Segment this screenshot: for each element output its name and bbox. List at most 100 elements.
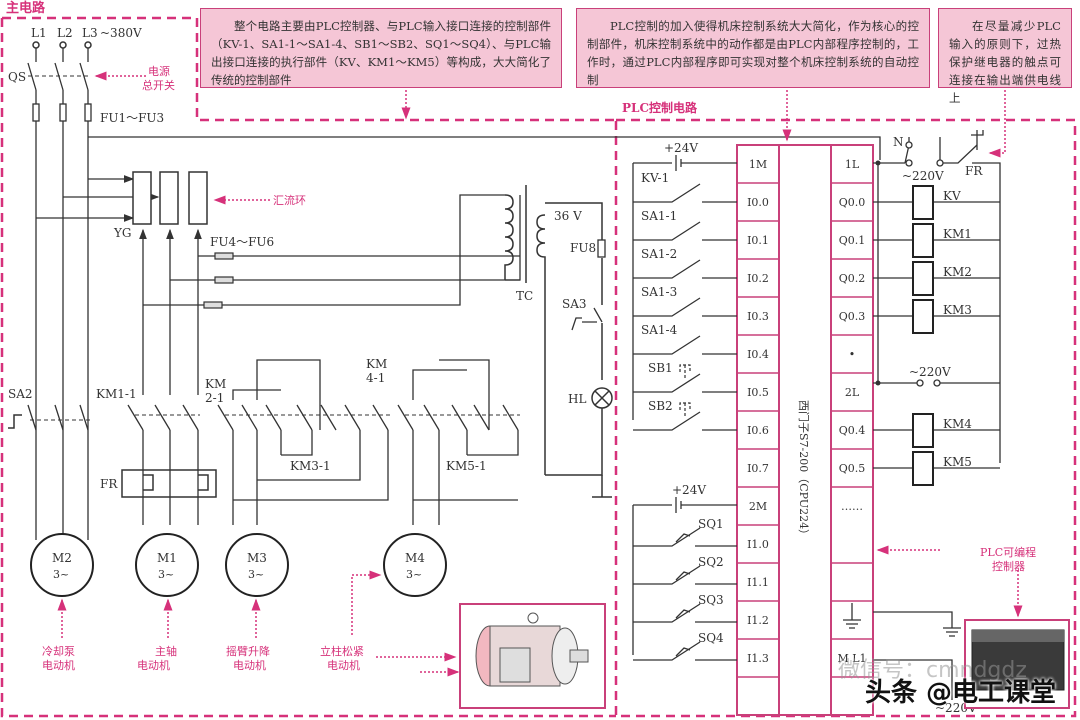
limit-switch-contact (633, 641, 737, 661)
phase-l1: L1 (31, 26, 47, 40)
thermal-relay-fr (121, 469, 217, 498)
coil-label: KM5 (943, 455, 972, 469)
fr-contact-label: FR (965, 164, 983, 178)
relay-coil (912, 451, 934, 486)
note-plc-control: PLC控制的加入使得机床控制系统大大简化，作为核心的控制部件，机床控制系统中的动… (576, 8, 930, 88)
qs-label: QS (8, 70, 26, 84)
m1-callout-2: 电动机 (137, 658, 170, 672)
input-contact (633, 411, 737, 431)
output-terminal-label: Q0.1 (839, 234, 866, 247)
note-pointers (401, 90, 1023, 618)
svg-text:M4: M4 (405, 551, 425, 565)
input-device-label: SB1 (648, 361, 673, 375)
input-contact (633, 297, 737, 317)
output-terminal-label: Q0.5 (839, 462, 866, 475)
output-terminal-label: …… (841, 500, 863, 513)
input-terminal-label: I1.3 (747, 652, 769, 665)
limit-switch-contact (633, 565, 737, 585)
main-fuses (32, 103, 92, 122)
collector-ring-label: 汇流环 (273, 193, 306, 207)
plc-model-label: 西门子S7-200（CPU224） (797, 400, 811, 540)
limit-switch-contact (633, 603, 737, 623)
relay-coil (912, 299, 934, 334)
input-supply-2: +24V (672, 483, 706, 497)
svg-text:3~: 3~ (406, 568, 422, 581)
motor-m2: M2 3~ (30, 533, 94, 597)
plc-ground (843, 603, 961, 700)
input-device-label: SB2 (648, 399, 673, 413)
coil-label: KV (943, 189, 961, 203)
toutiao-watermark: 头条 @电工课堂 (865, 678, 1057, 708)
output-supply-terminals (905, 141, 944, 387)
svg-text:M1: M1 (157, 551, 177, 565)
input-contact (633, 183, 737, 203)
input-device-label: SA1-1 (641, 209, 677, 223)
relay-coil (912, 223, 934, 258)
svg-text:3~: 3~ (53, 568, 69, 581)
fr-contact-symbol (971, 130, 984, 150)
fu8-fuse (597, 239, 606, 258)
input-terminal-label: I0.4 (747, 348, 769, 361)
fu8-label: FU8 (570, 241, 596, 255)
motor-illustration (459, 603, 606, 709)
output-terminal-label: Q0.0 (839, 196, 866, 209)
input-device-label: SA1-3 (641, 285, 677, 299)
svg-text:3~: 3~ (158, 568, 174, 581)
motor-callout-arrows (57, 570, 457, 662)
km4-1-label-2: 4-1 (366, 371, 385, 385)
output-junctions (875, 160, 881, 386)
input-terminal-label: I1.1 (747, 576, 769, 589)
input-device-label: SA1-2 (641, 247, 677, 261)
controller-callout-2: 控制器 (992, 559, 1025, 573)
m1-callout-1: 主轴 (155, 644, 177, 658)
m3-callout-1: 摇臂升降 (226, 644, 270, 658)
m2-callout-1: 冷却泵 (42, 645, 75, 658)
yg-label: YG (113, 226, 132, 240)
plc-circuit-boundary (614, 118, 1077, 718)
input-contact (633, 335, 737, 355)
km4-1-label-1: KM (366, 357, 387, 371)
relay-coil (912, 185, 934, 220)
power-switch-callout-1: 电源 (148, 64, 170, 78)
km2-1-label-2: 2-1 (205, 391, 224, 405)
input-contact (633, 221, 737, 241)
note-overview: 整个电路主要由PLC控制器、与PLC输入接口连接的控制部件（KV-1、SA1-1… (200, 8, 562, 88)
fuses-aux-label: FU4～FU6 (210, 235, 274, 249)
sa3-label: SA3 (562, 297, 587, 311)
note-thermal-relay: 在尽量减少PLC输入的原则下，过热保护继电器的触点可连接在输出端供电线上 (938, 8, 1072, 105)
relay-coil (912, 413, 934, 448)
output-supply-wiring (873, 137, 1001, 463)
km5-1-label: KM5-1 (446, 459, 487, 473)
input-device-label: KV-1 (641, 171, 669, 185)
hl-lamp (591, 387, 613, 409)
wechat-watermark: 微信号：cmndgdz (838, 658, 1027, 683)
input-terminal-label: I0.6 (747, 424, 769, 437)
m2-callout-2: 电动机 (42, 658, 75, 672)
sa2-knob (8, 414, 22, 429)
km2-1-label-1: KM (205, 377, 226, 391)
limit-switch-label: SQ2 (698, 555, 724, 569)
relay-coil (912, 261, 934, 296)
input-device-label: SA1-4 (641, 323, 678, 337)
input-terminal-label: I0.7 (747, 462, 769, 475)
coil-label: KM4 (943, 417, 972, 431)
output-terminal-label: Q0.2 (839, 272, 866, 285)
output-terminal-label: Q0.3 (839, 310, 866, 323)
input-terminal-label: 1M (749, 158, 767, 171)
input-terminal-label: I0.5 (747, 386, 769, 399)
transformer-tc (504, 185, 612, 498)
input-terminal-label: I0.2 (747, 272, 769, 285)
km1-1-label: KM1-1 (96, 387, 137, 401)
limit-switch-label: SQ3 (698, 593, 724, 607)
neutral-label: N (893, 135, 904, 149)
power-switch-callout-2: 总开关 (142, 78, 175, 92)
supply-voltage: ~380V (100, 26, 142, 40)
m4-callout-2: 电动机 (327, 658, 360, 672)
output-terminal-label: 2L (845, 386, 860, 399)
ac-220v-2: ~220V (909, 365, 951, 379)
tc-label: TC (516, 289, 533, 303)
